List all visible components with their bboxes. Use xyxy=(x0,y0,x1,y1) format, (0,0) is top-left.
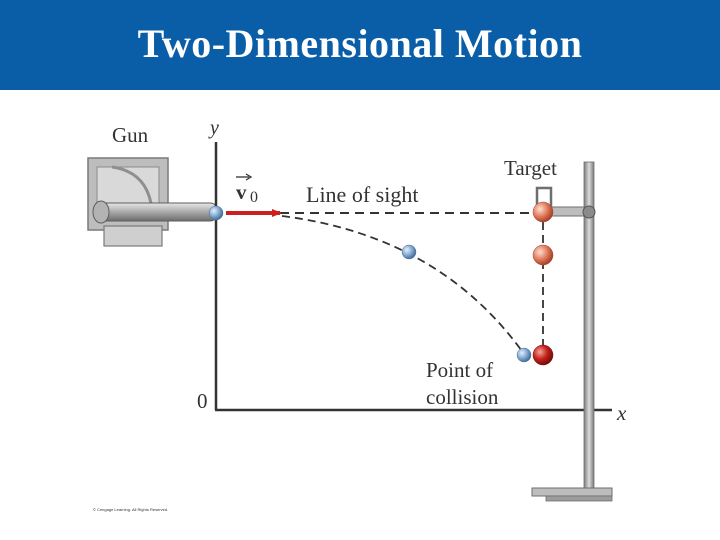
target-ball-mid xyxy=(532,244,554,266)
origin-label: 0 xyxy=(197,389,208,413)
projectile-ball-start xyxy=(208,205,224,221)
copyright-notice: © Cengage Learning. All Rights Reserved. xyxy=(93,507,169,512)
stand-icon xyxy=(531,161,613,502)
velocity-label: v xyxy=(236,180,247,204)
title-bar: Two-Dimensional Motion xyxy=(0,0,720,90)
gun-icon xyxy=(87,157,219,247)
line-of-sight-label: Line of sight xyxy=(306,182,418,207)
vector-overline-head xyxy=(245,173,253,181)
trajectory-path xyxy=(281,215,525,355)
y-axis-label: y xyxy=(208,117,219,139)
point-of-collision-label-line1: Point of xyxy=(426,358,493,382)
x-axis-label: x xyxy=(616,401,627,425)
projectile-ball-collision xyxy=(516,347,532,363)
gun-label: Gun xyxy=(112,123,149,147)
target-ball-start xyxy=(532,201,554,223)
projectile-ball-mid xyxy=(401,244,417,260)
projectile-diagram: Gun y x 0 Line of sight v 0 xyxy=(87,117,627,502)
slide-title: Two-Dimensional Motion xyxy=(137,21,583,66)
velocity-subscript: 0 xyxy=(250,189,258,206)
target-label: Target xyxy=(504,156,557,180)
target-ball-collision xyxy=(532,344,554,366)
point-of-collision-label-line2: collision xyxy=(426,385,499,409)
